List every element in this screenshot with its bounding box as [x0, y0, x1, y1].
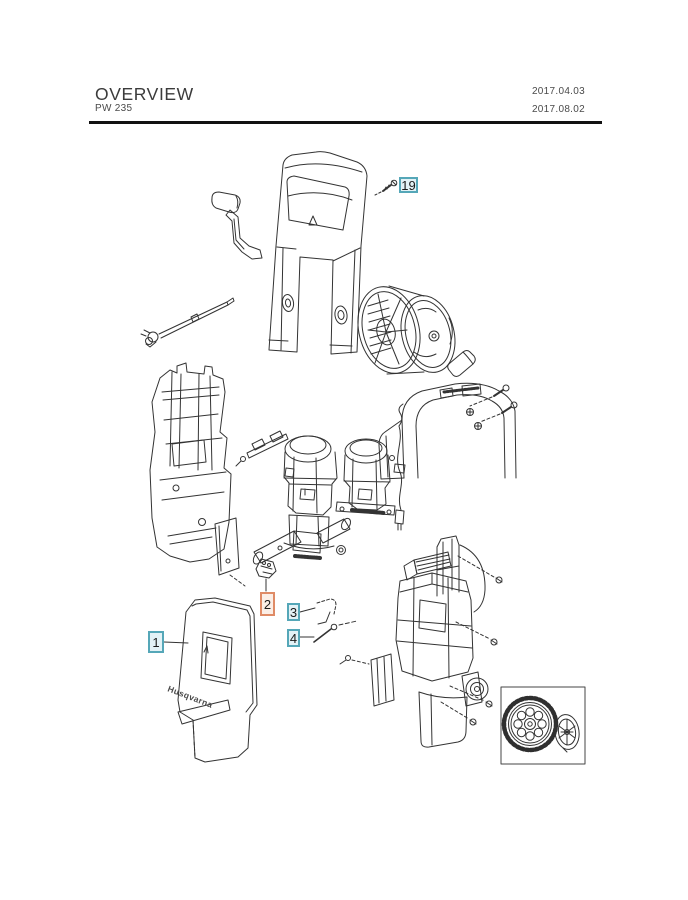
micro-switch-part: [255, 558, 277, 592]
callout-1[interactable]: 1: [148, 631, 164, 653]
header-divider: [89, 121, 602, 124]
motor-assembly-part: [335, 438, 396, 516]
main-body-part: [339, 535, 503, 748]
front-cover-part: Husqvarna: [166, 597, 258, 763]
hub-cap-part: [554, 714, 580, 753]
hose-reel-part: [357, 285, 456, 375]
revision-date-1: 2017.04.03: [531, 86, 585, 97]
wheel-part: [501, 695, 559, 753]
callout-3[interactable]: 3: [287, 603, 300, 621]
crank-handle-part: [211, 191, 263, 260]
fastening-screw-19: [374, 179, 398, 196]
callout-1-leader: [163, 641, 189, 644]
arch-cover-part: [378, 382, 518, 480]
hose-hook-part: [299, 598, 337, 625]
page-title: OVERVIEW: [95, 84, 194, 104]
handle-frame-part: [268, 151, 368, 355]
revision-dates: 2017.04.03 2017.08.02: [532, 83, 585, 119]
callout-19[interactable]: 19: [399, 177, 418, 193]
revision-date-2: 2017.08.02: [531, 104, 585, 115]
model-number: PW 235: [95, 103, 133, 114]
callout-2[interactable]: 2: [260, 592, 275, 616]
spray-lance-part: [140, 297, 235, 348]
chassis-panel-part: [149, 362, 246, 587]
mounting-rail-part: [235, 430, 289, 467]
roller-pin-part: [447, 350, 476, 377]
brand-logo-text: Husqvarna: [166, 684, 214, 710]
callout-4[interactable]: 4: [287, 629, 300, 647]
wheel-inset-box: [500, 686, 586, 765]
cleaning-pin-part: [299, 620, 358, 643]
motor-pump-assembly-part: [252, 435, 352, 565]
